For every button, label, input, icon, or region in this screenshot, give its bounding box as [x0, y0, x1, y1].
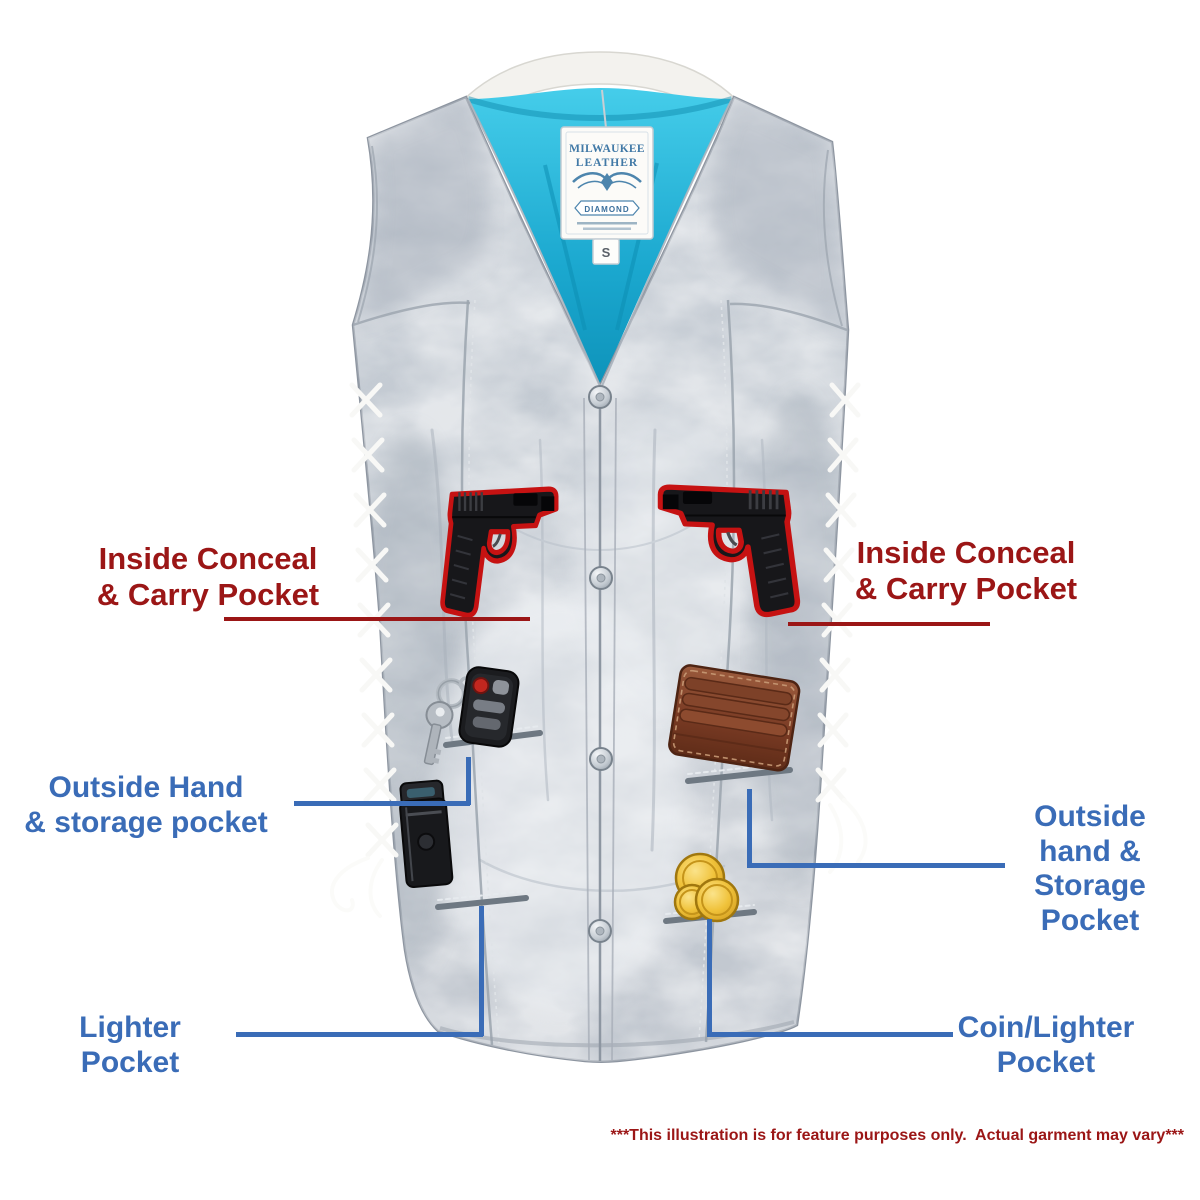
- front-placket: [583, 390, 617, 1061]
- callout-line-outside-right-v: [747, 789, 752, 868]
- tag-wings-emblem: [572, 172, 642, 191]
- label-lighter-pocket: Lighter Pocket: [79, 1011, 181, 1079]
- callout-line-lighter-v: [479, 906, 484, 1036]
- disclaimer-text: ***This illustration is for feature purp…: [610, 1127, 1185, 1144]
- tag-size-text: S: [602, 245, 611, 260]
- keys-illustration: [423, 666, 520, 766]
- brand-tag: MILWAUKEE LEATHER DIAMOND S: [560, 89, 654, 265]
- tag-brand-line1: MILWAUKEE: [569, 143, 645, 155]
- label-outside-hand-right: Outside hand & Storage Pocket: [1034, 800, 1146, 937]
- wallet-illustration: [668, 664, 801, 772]
- label-inside-conceal-right: Inside Conceal & Carry Pocket: [854, 535, 1078, 606]
- tag-brand-line2: LEATHER: [576, 157, 638, 169]
- callout-line-coin-v: [707, 919, 712, 1036]
- label-inside-conceal-left: Inside Conceal & Carry Pocket: [96, 541, 320, 612]
- callout-line-conceal-right: [788, 622, 990, 626]
- callout-line-lighter-h: [236, 1032, 483, 1037]
- tag-banner-text: DIAMOND: [584, 205, 629, 214]
- label-outside-hand-left: Outside Hand & storage pocket: [24, 771, 268, 839]
- coins-illustration: [673, 852, 740, 923]
- callout-line-coin-h: [707, 1032, 953, 1037]
- callout-line-outside-left-h: [294, 801, 470, 806]
- label-coin-lighter-pocket: Coin/Lighter Pocket: [957, 1011, 1135, 1079]
- callout-line-conceal-left: [224, 617, 530, 621]
- callout-line-outside-left-v: [466, 757, 471, 805]
- callout-line-outside-right-h: [747, 863, 1005, 868]
- snap-buttons: [588, 385, 613, 943]
